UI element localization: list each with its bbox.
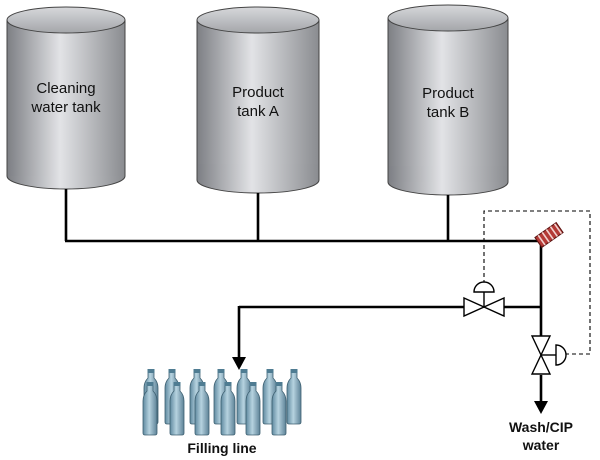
product-tank-a: Product tank A [196, 6, 320, 194]
tank-label-line2: tank A [237, 103, 279, 120]
wash-label-line2: water [522, 437, 560, 453]
bottle-icon [271, 382, 287, 436]
arrow-wash [534, 401, 548, 414]
arrow-filling [232, 357, 246, 370]
wash-label-line1: Wash/CIP [509, 419, 573, 435]
bottle-icon [286, 369, 302, 425]
cylinder-tank-icon [6, 6, 126, 190]
control-valve-filling[interactable] [463, 281, 505, 318]
signal-line-loop [483, 210, 591, 355]
tank-label-line1: Product [232, 84, 285, 101]
bottle-icon [220, 382, 236, 436]
conductivity-sensor [534, 221, 564, 249]
piping [64, 189, 548, 414]
control-valve-icon[interactable] [530, 335, 567, 375]
tank-label-line1: Product [422, 85, 475, 102]
control-valve-icon[interactable] [463, 281, 505, 318]
tank-label-line1: Cleaning [36, 80, 95, 97]
cylinder-tank-icon [387, 4, 509, 196]
cleaning-water-tank: Cleaning water tank [6, 6, 126, 190]
bottle-icon [169, 382, 185, 436]
tank-label-line2: tank B [427, 104, 470, 121]
signal-lines [483, 210, 591, 355]
bottle-group [142, 369, 302, 436]
bottle-icon [194, 382, 210, 436]
conductivity-sensor-icon [534, 221, 564, 249]
bottle-icon [245, 382, 261, 436]
bottle-icon [142, 382, 158, 436]
tank-label-line2: water tank [30, 99, 101, 116]
control-valve-wash[interactable] [530, 335, 567, 375]
filling-line-label: Filling line [187, 440, 256, 456]
product-tank-b: Product tank B [387, 4, 509, 196]
cylinder-tank-icon [196, 6, 320, 194]
